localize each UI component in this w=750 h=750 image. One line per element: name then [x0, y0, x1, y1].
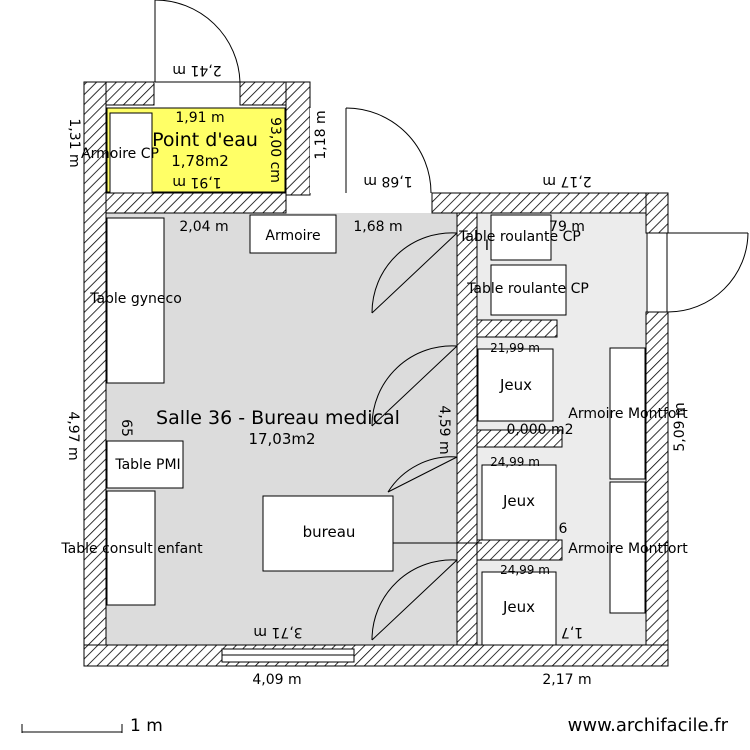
jeux-1	[477, 348, 554, 422]
armoire-montfort-2-label: Armoire Montfort	[568, 541, 688, 557]
door-right	[646, 232, 668, 313]
room-area: 17,03m2	[248, 430, 315, 448]
dim-water-right: 93,00 cm	[267, 117, 283, 183]
wall-top-inner-right	[431, 192, 669, 214]
dim-mid-height: 4,59 m	[436, 405, 452, 454]
dim-bottom-409: 4,09 m	[252, 672, 301, 688]
door-jeux2-swing	[387, 456, 458, 493]
dim-partial-175: 1,7	[561, 624, 583, 640]
door-water	[310, 108, 345, 193]
door-water-swing	[345, 107, 432, 194]
watermark: www.archifacile.fr	[568, 715, 729, 736]
jeux-3	[481, 571, 557, 646]
dim-water-top: 1,91 m	[175, 110, 224, 126]
table-pmi	[106, 440, 184, 489]
door-main-leaf	[371, 232, 458, 314]
wall-right-upper	[645, 192, 669, 234]
jeux-1-label: Jeux	[499, 376, 532, 394]
table-roulante-2	[490, 264, 567, 316]
dim-strip-2: 0,000 m2	[506, 422, 573, 438]
partition-vertical	[456, 212, 478, 646]
dim-left-top: 1,31 m	[66, 118, 82, 167]
table-roulante-2-label: Table roulante CP	[466, 281, 589, 297]
armoire-montfort-2	[609, 481, 646, 614]
table-consult-label: Table consult enfant	[60, 541, 203, 557]
wall-bottom	[83, 644, 669, 667]
table-consult-enfant	[106, 490, 156, 606]
partition-h2	[476, 429, 563, 448]
bureau-label: bureau	[303, 523, 356, 541]
partition-h3	[476, 539, 563, 561]
table-gyneco	[106, 217, 165, 384]
water-room-name: Point d'eau	[152, 129, 258, 151]
door-main-swing	[371, 232, 458, 314]
wall-right-lower	[645, 311, 669, 667]
dim-inner-168: 1,68 m	[353, 219, 402, 235]
dim-right-top: 2,17 m	[542, 173, 591, 189]
dim-partial-i: I	[485, 238, 489, 254]
table-gyneco-label: Table gyneco	[89, 291, 182, 307]
door-right-swing	[667, 232, 749, 313]
table-roulante-1-label: Table roulante CP	[458, 229, 581, 245]
wall-water-right	[285, 81, 311, 196]
room-name: Salle 36 - Bureau medical	[156, 407, 400, 429]
dim-strip-1: 21,99 m	[490, 341, 540, 355]
dim-strip-4: 24,99 m	[500, 563, 550, 577]
jeux-2	[481, 464, 557, 541]
armoire-cp	[109, 112, 153, 194]
door-jeux1-swing	[371, 345, 458, 427]
armoire-montfort-1	[609, 347, 646, 480]
armoire	[249, 214, 337, 254]
wall-left-upper	[83, 81, 107, 667]
partition-h1	[476, 319, 558, 338]
dim-strip-3: 24,99 m	[490, 455, 540, 469]
jeux-2-label: Jeux	[502, 492, 535, 510]
dim-left-height: 4,97 m	[65, 411, 81, 460]
jeux-3-label: Jeux	[502, 598, 535, 616]
dim-bottom-217: 2,17 m	[542, 672, 591, 688]
dim-partial-6: 6	[559, 521, 568, 537]
armoire-label: Armoire	[265, 228, 320, 244]
scale-label: 1 m	[130, 716, 163, 736]
door-top-swing	[154, 0, 241, 83]
dim-inner-bottom: 3,71 m	[253, 624, 302, 640]
table-roulante-1	[490, 214, 552, 261]
dim-water-bottom: 1,91 m	[172, 174, 221, 190]
wall-water-bottom	[105, 192, 287, 214]
dim-door-168-top: 1,68 m	[363, 173, 412, 189]
dim-mid-vertical: 1,18 m	[313, 110, 329, 159]
armoire-cp-label: Armoire CP	[81, 146, 159, 162]
water-room-area: 1,78m2	[171, 152, 229, 170]
dim-top-door: 2,41 m	[172, 62, 221, 78]
armoire-montfort-1-label: Armoire Montfort	[568, 406, 688, 422]
dim-inner-204: 2,04 m	[179, 219, 228, 235]
dim-partial-79: 79 m	[549, 219, 585, 235]
bureau	[262, 495, 394, 572]
door-jeux3-swing	[371, 559, 458, 641]
dim-partial-65: 65	[118, 419, 134, 437]
table-pmi-label: Table PMI	[114, 457, 180, 473]
dim-right-height: 5,09 m	[672, 402, 688, 451]
